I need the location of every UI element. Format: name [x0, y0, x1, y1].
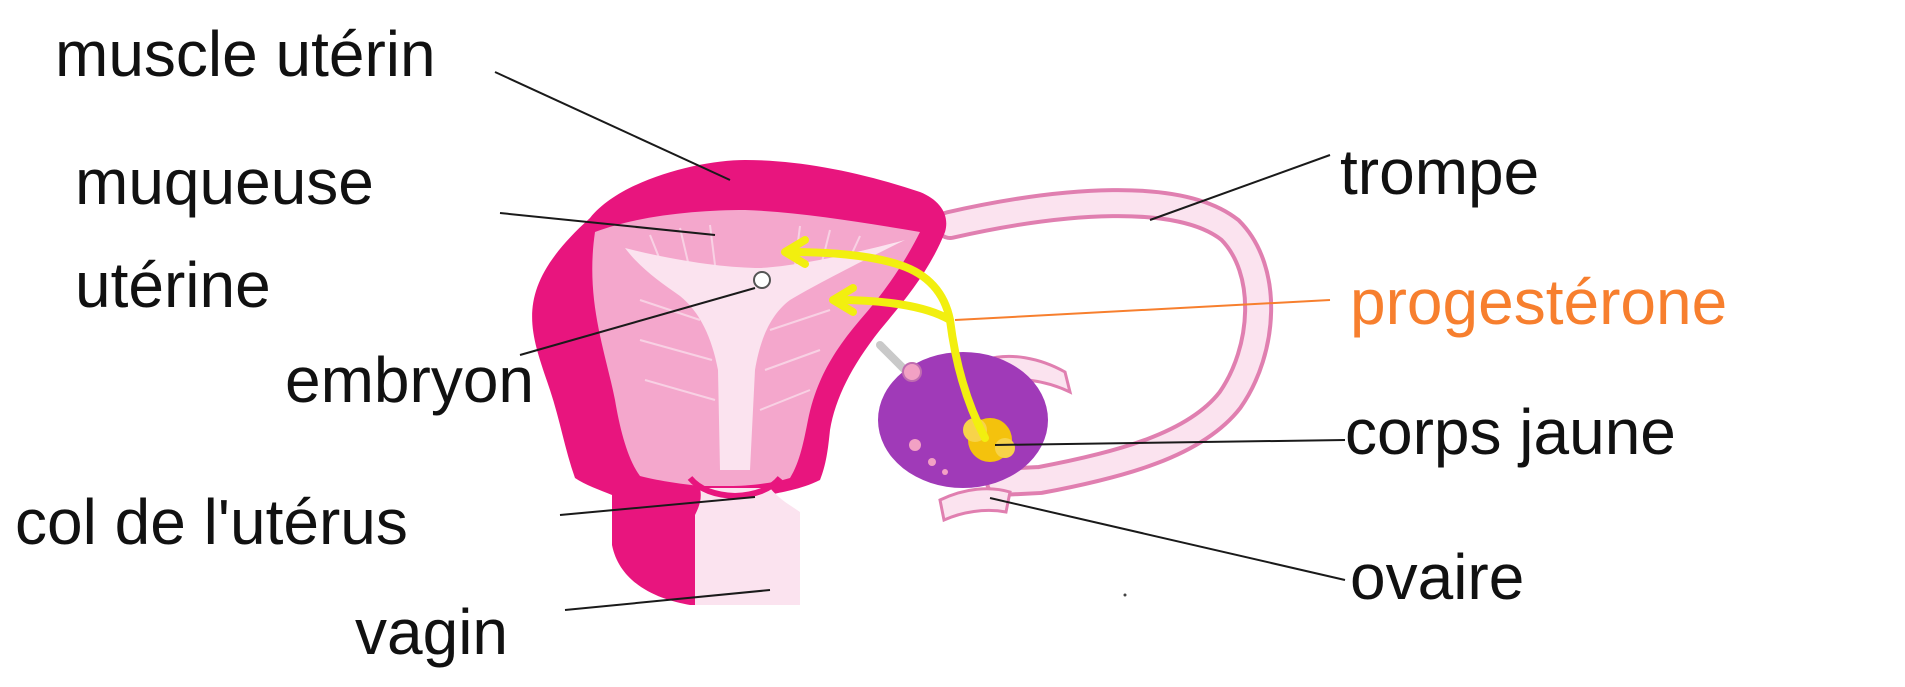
ovarian-ligament — [880, 345, 905, 370]
progesterone-leader-line — [955, 300, 1330, 320]
embryo — [754, 272, 770, 288]
label-vagin: vagin — [355, 600, 508, 664]
label-uterine: utérine — [75, 253, 271, 317]
label-muscle-uterin: muscle utérin — [55, 22, 436, 86]
label-muqueuse: muqueuse — [75, 150, 374, 214]
label-ovaire: ovaire — [1350, 545, 1524, 609]
label-progesterone: progestérone — [1350, 270, 1727, 334]
uterus — [532, 160, 946, 605]
vagina — [695, 488, 800, 605]
label-embryon: embryon — [285, 348, 534, 412]
label-col: col de l'utérus — [15, 490, 408, 554]
label-corps-jaune: corps jaune — [1345, 400, 1676, 464]
label-trompe: trompe — [1340, 140, 1539, 204]
